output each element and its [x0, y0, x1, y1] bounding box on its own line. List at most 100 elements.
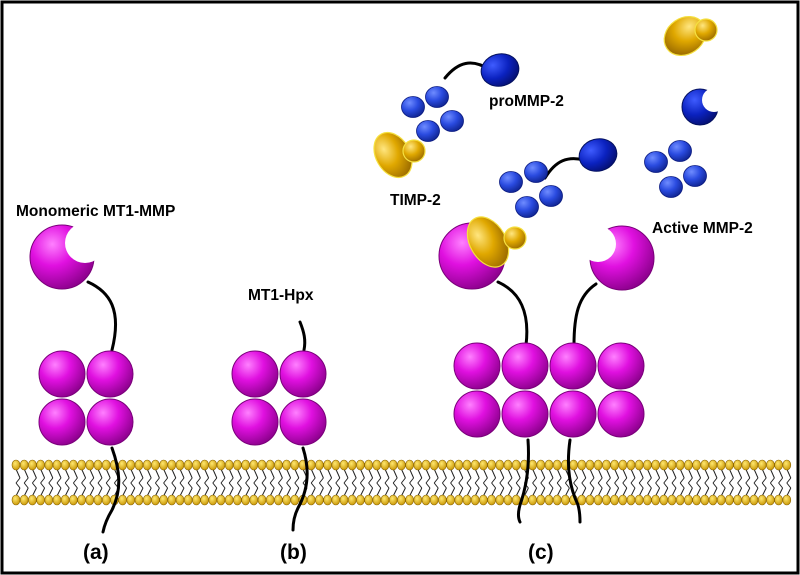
lipid-tail [573, 477, 578, 484]
lipid-head [28, 494, 37, 506]
lipid-head [323, 459, 332, 471]
lipid-tail [105, 477, 111, 484]
lipid-head [356, 459, 365, 471]
lipid-head [438, 459, 447, 471]
lipid-head [380, 459, 390, 471]
lipid-head [487, 494, 496, 506]
lipid-tail [351, 477, 357, 484]
lipid-head [118, 459, 127, 471]
lipid-tail [196, 482, 201, 489]
lipid-tail [704, 482, 710, 489]
lipid-tail [729, 482, 734, 489]
lipid-head [593, 459, 603, 471]
lipid-head [60, 459, 70, 471]
lipid-tail [105, 468, 111, 479]
lipid-head [315, 459, 324, 471]
lipid-tail [458, 468, 464, 479]
lipid-tail [458, 477, 464, 484]
lipid-tail [253, 482, 259, 489]
hemopexin-domain-b [279, 398, 327, 446]
lipid-head [11, 494, 21, 506]
lipid-head [331, 494, 341, 506]
label-prommp-2: proMMP-2 [489, 93, 564, 110]
lipid-head [347, 459, 357, 471]
lipid-tail [482, 487, 488, 497]
lipid-tail [360, 477, 365, 484]
lipid-tail [351, 482, 357, 489]
lipid-head [577, 459, 587, 471]
lipid-head [200, 459, 209, 471]
lipid-head [659, 494, 669, 506]
lipid-tail [286, 477, 291, 484]
lipid-tail [122, 468, 128, 479]
lipid-tail [212, 468, 218, 479]
lipid-tail [23, 487, 29, 497]
lipid-head [569, 459, 578, 471]
lipid-head [233, 459, 242, 471]
lipid-head [503, 494, 513, 506]
lipid-head [60, 494, 70, 506]
lipid-tail [228, 477, 234, 484]
lipid-head [339, 459, 349, 471]
lipid-tail [606, 482, 611, 489]
lipid-tail [146, 477, 152, 484]
lipid-tail [360, 482, 365, 489]
lipid-tail [138, 482, 144, 489]
lipid-tail [696, 468, 702, 479]
lipid-tail [376, 482, 382, 489]
lipid-tail [761, 468, 767, 479]
lipid-tail [146, 468, 152, 479]
lipid-tail [597, 477, 603, 484]
lipid-tail [400, 487, 406, 497]
lipid-tail [614, 477, 619, 484]
lipid-tail [433, 468, 439, 479]
lipid-tail [622, 487, 628, 497]
lipid-tail [474, 477, 480, 484]
lipid-tail [450, 487, 456, 497]
lipid-tail [81, 487, 87, 497]
lipid-head [429, 494, 439, 506]
lipid-tail [483, 477, 488, 484]
lipid-tail [130, 482, 136, 489]
lipid-head [282, 459, 291, 471]
lipid-head [167, 459, 177, 471]
lipid-tail [606, 477, 611, 484]
hemopexin-domain-c-left [501, 390, 549, 438]
lipid-tail [589, 487, 595, 497]
lipid-head [331, 459, 341, 471]
lipid-tail [15, 477, 21, 484]
label-active-mmp-2: Active MMP-2 [652, 220, 753, 237]
lipid-tail [89, 482, 95, 489]
label-monomeric-mt1-mmp: Monomeric MT1-MMP [16, 203, 175, 220]
lipid-tail [171, 482, 177, 489]
lipid-tail [409, 477, 414, 484]
lipid-tail [368, 482, 373, 489]
lipid-tail [425, 482, 431, 489]
lipid-head [323, 494, 332, 506]
lipid-tail [786, 477, 792, 484]
lipid-tail [745, 482, 751, 489]
lipid-head [561, 494, 570, 506]
lipid-tail [638, 477, 644, 484]
timp2-free [373, 131, 426, 179]
lipid-tail [392, 468, 398, 479]
lipid-tail [778, 468, 784, 479]
lipid-tail [310, 468, 316, 479]
lipid-tail [56, 482, 62, 489]
lipid-tail [507, 482, 513, 489]
lipid-tail [655, 468, 661, 479]
lipid-tail [745, 468, 751, 479]
lipid-tail [15, 487, 21, 497]
lipid-head [405, 494, 414, 506]
lipid-tail [753, 468, 759, 479]
hemopexin-domain-c-right [597, 390, 645, 438]
lipid-tail [64, 482, 70, 489]
lipid-tail [392, 487, 398, 497]
lipid-head [757, 494, 767, 506]
lipid-tail [597, 468, 603, 479]
lipid-head [593, 494, 603, 506]
lipid-tail [376, 477, 382, 484]
lipid-head [372, 494, 382, 506]
hemopexin-domain-b [231, 350, 279, 398]
